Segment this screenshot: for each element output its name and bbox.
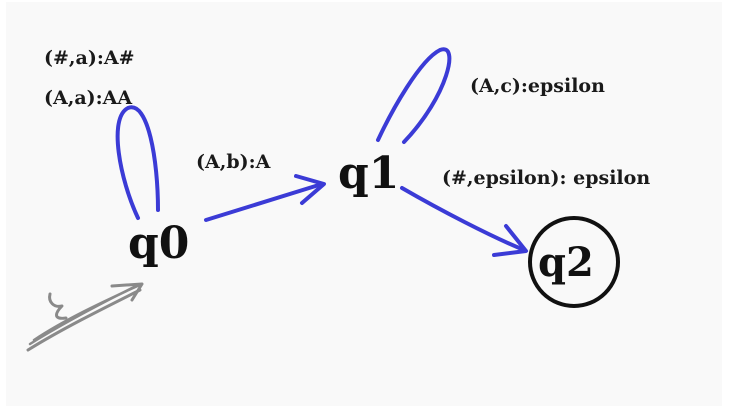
q1-to-q2-arrowhead-icon bbox=[492, 224, 528, 257]
q2-accepting-circle bbox=[528, 216, 620, 308]
q0-to-q1-label: (A,b):A bbox=[196, 151, 271, 173]
q0-loop-label-2: (A,a):AA bbox=[44, 87, 132, 109]
q1-self-loop-edge bbox=[376, 47, 452, 144]
q1-to-q2-edge bbox=[400, 186, 526, 252]
state-q2: q2 bbox=[538, 239, 594, 286]
q1-to-q2-label: (#,epsilon): epsilon bbox=[442, 167, 650, 189]
q0-loop-label-1: (#,a):A# bbox=[44, 47, 135, 69]
q0-self-loop-edge bbox=[115, 105, 160, 220]
state-q1: q1 bbox=[338, 148, 399, 199]
state-q0: q0 bbox=[128, 218, 189, 269]
diagram-background bbox=[6, 2, 722, 406]
q0-to-q1-edge bbox=[204, 182, 324, 222]
start-arrow-icon bbox=[26, 282, 144, 352]
q0-to-q1-arrowhead-icon bbox=[294, 174, 326, 205]
q1-loop-label: (A,c):epsilon bbox=[470, 75, 605, 97]
